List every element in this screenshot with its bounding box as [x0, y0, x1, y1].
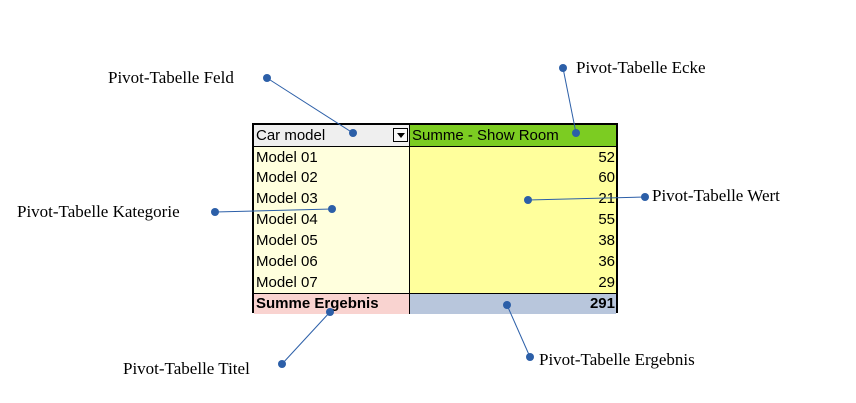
callout-dot-result [503, 301, 511, 309]
pivot-corner-cell: Summe - Show Room [409, 125, 616, 146]
pivot-header-row: Car model Summe - Show Room [254, 125, 616, 146]
callout-label-title: Pivot-Tabelle Titel [123, 359, 250, 378]
pivot-value-cell: 55 [409, 209, 616, 230]
pivot-field-cell[interactable]: Car model [254, 125, 409, 146]
pivot-category-cell: Model 05 [254, 230, 409, 251]
callout-dot-value [524, 196, 532, 204]
callout-dot-value-end [641, 193, 649, 201]
callout-label-result: Pivot-Tabelle Ergebnis [539, 350, 695, 369]
callout-label-category: Pivot-Tabelle Kategorie [17, 202, 180, 221]
callout-dot-category [211, 208, 219, 216]
pivot-value-cell: 52 [409, 147, 616, 168]
callout-dot-field [263, 74, 271, 82]
pivot-total-label: Summe Ergebnis [254, 294, 409, 314]
callout-label-value: Pivot-Tabelle Wert [652, 186, 780, 205]
callout-label-field: Pivot-Tabelle Feld [108, 68, 234, 87]
callout-dot-title [278, 360, 286, 368]
pivot-value-cell: 38 [409, 230, 616, 251]
callout-dot-corner [559, 64, 567, 72]
callout-dot-title-end [326, 308, 334, 316]
pivot-category-cell: Model 06 [254, 251, 409, 272]
callout-dot-category-end [328, 205, 336, 213]
pivot-total-value: 291 [409, 294, 616, 314]
pivot-total-row: Summe Ergebnis 291 [254, 293, 616, 314]
callout-dot-result-end [526, 353, 534, 361]
callout-dot-corner-end [572, 129, 580, 137]
pivot-value-cell: 29 [409, 272, 616, 293]
dropdown-arrow-icon[interactable] [393, 128, 408, 142]
pivot-value-cell: 60 [409, 167, 616, 188]
callout-dot-field-end [349, 129, 357, 137]
pivot-category-cell: Model 04 [254, 209, 409, 230]
callout-label-corner: Pivot-Tabelle Ecke [576, 58, 706, 77]
pivot-category-cell: Model 02 [254, 167, 409, 188]
pivot-category-cell: Model 03 [254, 188, 409, 209]
pivot-category-cell: Model 01 [254, 147, 409, 168]
pivot-value-cell: 36 [409, 251, 616, 272]
pivot-value-cell: 21 [409, 188, 616, 209]
pivot-field-label: Car model [256, 127, 326, 144]
pivot-category-cell: Model 07 [254, 272, 409, 293]
